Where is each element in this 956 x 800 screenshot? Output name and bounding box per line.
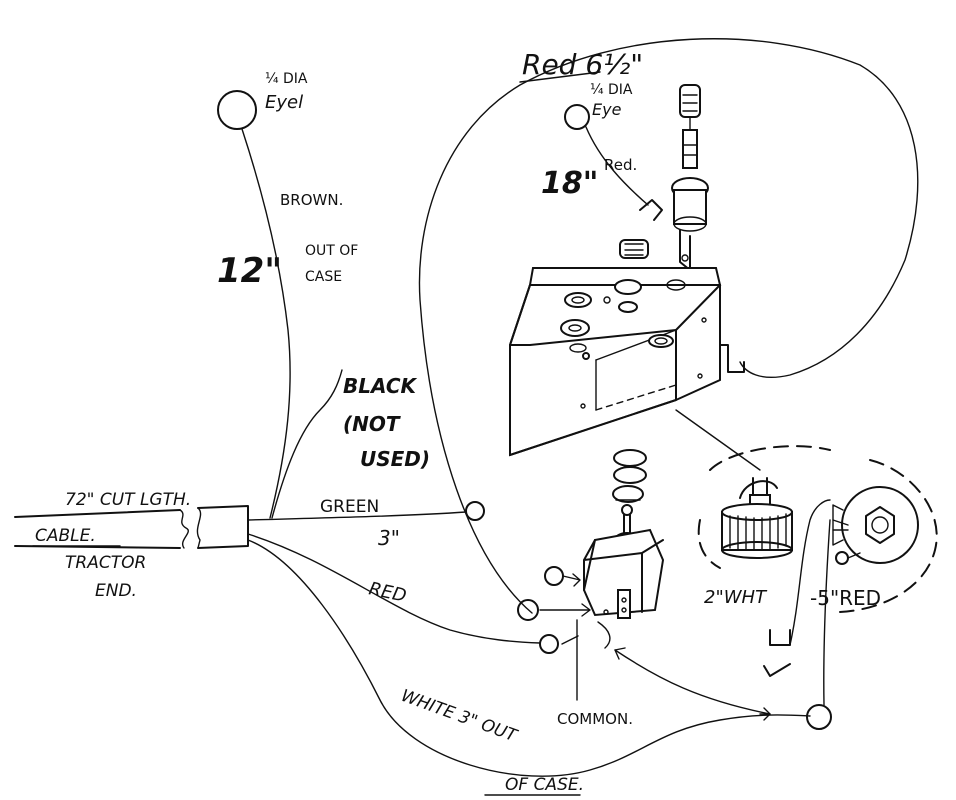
cut-length-label: 72" CUT LGTH. [65,490,191,510]
lug-right [717,344,745,373]
lug-bottom-2 [763,663,791,677]
black-label-3: USED) [360,447,430,471]
common-return-wire [614,649,771,715]
switch-side-eyelet [544,566,564,586]
out-of-case-label-2: CASE [305,269,342,285]
brown-wire [241,128,291,519]
arrow-to-switch-3 [561,635,579,645]
arrow-to-switch-1 [562,573,581,587]
red-mid-wire [247,533,541,644]
white-return-arrow [759,707,771,721]
green-length-label: 3" [378,526,400,550]
tractor-label-1: TRACTOR [65,553,146,573]
pot-dashed-circle-2 [839,459,938,613]
green-wire [247,511,467,521]
white-label-2: OF CASE. [505,775,584,795]
tractor-label-2: END. [95,581,137,601]
pot-wire-white [789,499,831,646]
cable-label: CABLE. [35,526,96,546]
switch-lug [597,621,611,649]
right-eyelet-label-2: Eye [592,100,622,119]
red-top-underline [519,71,601,83]
brown-label: BROWN. [280,191,343,209]
red-top-label: Red 6½" [522,48,643,81]
red-18-label: Red. [604,156,637,174]
red-loop-wire [418,38,919,614]
white-eyelet [806,704,832,730]
lug-18 [639,199,663,221]
black-wire [271,369,343,519]
indicator-nut [832,486,919,565]
toggle-switch [582,449,665,619]
left-eyelet-label-2: Eyel [265,92,303,113]
white-label: WHITE 3" OUT [398,686,520,747]
left-eyelet [217,90,257,130]
right-eyelet-label-1: ¼ DIA [590,82,633,98]
switch-box [509,239,722,457]
red-18-wire [585,126,649,206]
left-eyelet-label-1: ¼ DIA [265,71,308,87]
red-loop-eyelet [517,599,539,621]
pot-dashed-circle-3 [697,519,721,569]
arrow-to-switch-2 [539,603,591,617]
white-2-label: 2"WHT [704,587,768,608]
black-label-2: (NOT [343,412,401,436]
box-pot-line [675,409,761,471]
common-arrowhead [614,647,626,660]
red-mid-label: RED [367,578,408,606]
red-mid-eyelet [539,634,559,654]
green-label: GREEN [320,497,379,517]
lug-bottom [769,629,791,646]
out-of-case-label-1: OUT OF [305,243,358,259]
black-label-1: BLACK [343,374,418,398]
brown-length-label: 12" [217,251,282,291]
pot-wire-red [823,519,831,706]
red-5-label: -5"RED [810,586,881,610]
red-18-length-label: 18" [541,166,598,201]
right-eyelet [564,104,590,130]
potentiometer [721,477,793,559]
green-eyelet [465,501,485,521]
pot-dashed-circle [709,445,831,471]
common-label: COMMON. [557,710,633,728]
fuse-holder [671,84,709,271]
white-wire [247,539,811,777]
